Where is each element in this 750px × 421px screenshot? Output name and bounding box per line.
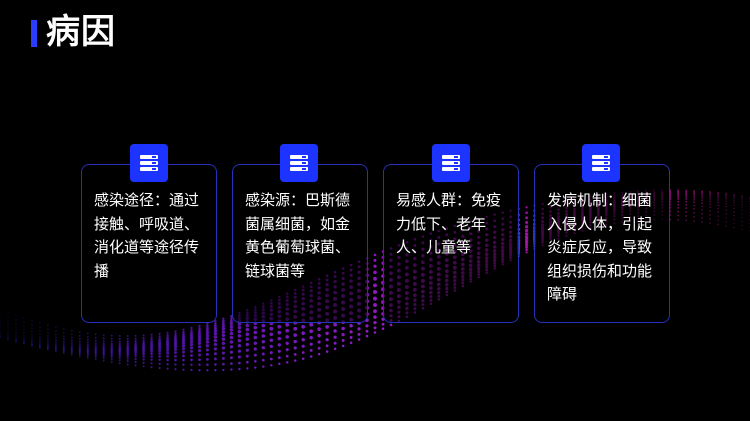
- card-text: 发病机制：细菌入侵人体，引起炎症反应，导致组织损伤和功能障碍: [547, 191, 653, 303]
- card-text: 易感人群：免疫力低下、老年人、儿童等: [396, 191, 502, 256]
- title-accent-bar: [31, 20, 37, 47]
- card-infection-source: 感染源：巴斯德菌属细菌，如金黄色葡萄球菌、链球菌等: [232, 164, 368, 323]
- card-pathogenesis: 发病机制：细菌入侵人体，引起炎症反应，导致组织损伤和功能障碍: [534, 164, 670, 323]
- card-susceptible-population: 易感人群：免疫力低下、老年人、儿童等: [383, 164, 519, 323]
- slide-title: 病因: [46, 12, 116, 52]
- stacked-books-icon: [280, 144, 318, 182]
- card-text: 感染源：巴斯德菌属细菌，如金黄色葡萄球菌、链球菌等: [245, 191, 351, 280]
- card-text: 感染途径：通过接触、呼吸道、消化道等途径传播: [94, 191, 200, 280]
- stacked-books-icon: [582, 144, 620, 182]
- stacked-books-icon: [130, 144, 168, 182]
- stacked-books-icon: [432, 144, 470, 182]
- card-infection-route: 感染途径：通过接触、呼吸道、消化道等途径传播: [81, 164, 217, 323]
